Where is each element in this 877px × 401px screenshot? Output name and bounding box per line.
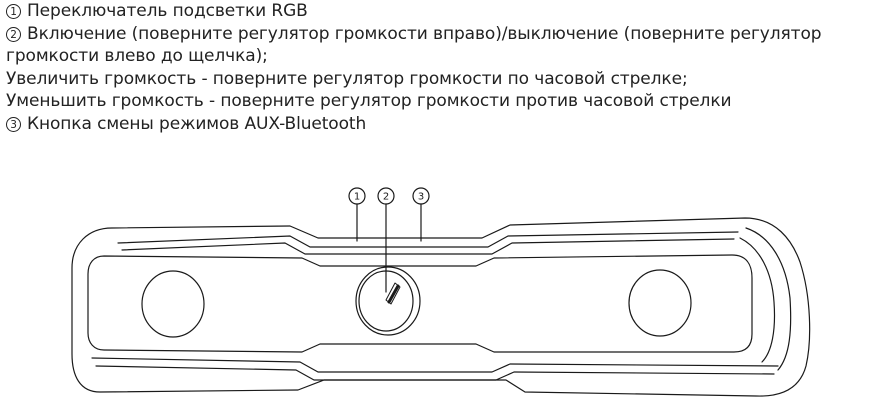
item-2-text: Включение (поверните регулятор громкости… [6, 23, 822, 67]
soundbar-top-ridge [117, 231, 739, 248]
right-speaker-grille [628, 269, 692, 337]
soundbar-top-ridge-inner [121, 238, 735, 255]
volume-knob-indicator-outline [385, 282, 401, 305]
callout-3-label: 3 [418, 192, 424, 203]
soundbar-outer-housing [71, 217, 811, 397]
instruction-item-1: 1 Переключатель подсветки RGB [6, 0, 874, 23]
callout-1-circle [348, 187, 366, 205]
item-1-number-badge: 1 [6, 4, 21, 19]
soundbar-right-endcap [745, 227, 792, 371]
soundbar-bottom-ridge [91, 357, 779, 373]
item-3-text: Кнопка смены режимов AUX-Bluetooth [27, 113, 367, 134]
callout-1-label: 1 [354, 192, 360, 203]
item-2-number-badge: 2 [6, 26, 21, 42]
item-1-text: Переключатель подсветки RGB [27, 1, 308, 21]
left-speaker-grille [141, 270, 205, 338]
callout-3-circle [412, 187, 430, 205]
soundbar-bottom-ridge-inner [95, 365, 775, 381]
instruction-item-2-volume-up: Увеличить громкость - поверните регулято… [6, 68, 688, 89]
item-3-number-badge: 3 [6, 116, 21, 132]
volume-knob-indicator [387, 284, 400, 304]
instruction-item-2-volume-down: Уменьшить громкость - поверните регулято… [6, 91, 732, 112]
callout-2-label: 2 [383, 192, 389, 203]
soundbar-front-panel [87, 254, 753, 353]
instruction-item-3: 3 Кнопка смены режимов AUX-Bluetooth [6, 113, 874, 136]
callout-2-circle [377, 187, 395, 205]
soundbar-right-endcap-inner [739, 237, 776, 363]
volume-knob-outer-ring [355, 266, 421, 336]
